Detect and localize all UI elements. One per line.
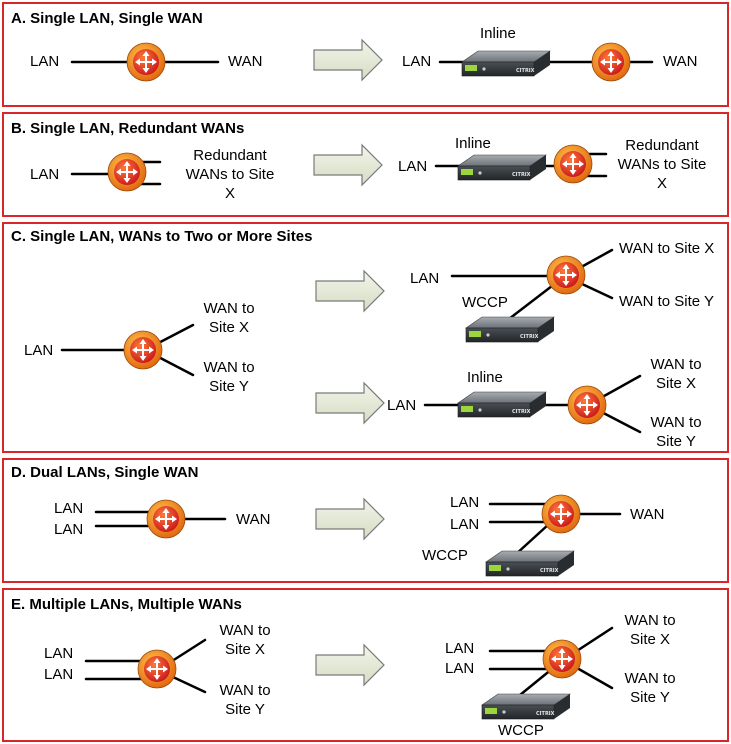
- redundant-label-line3: X: [224, 185, 236, 202]
- right-arrow-icon: [313, 39, 383, 81]
- site-y-label: Site Y: [225, 701, 265, 718]
- site-x-label: Site X: [224, 641, 266, 658]
- lan-label: LAN: [54, 500, 84, 517]
- wan-to-label: WAN to: [219, 622, 271, 639]
- right-arrow-icon: [315, 382, 385, 424]
- appliance-icon: [461, 50, 551, 77]
- appliance-icon: [481, 693, 571, 720]
- lan-label: LAN: [410, 270, 440, 287]
- lan-label: LAN: [44, 645, 74, 662]
- appliance-icon: [465, 316, 555, 343]
- router-icon: [123, 330, 163, 370]
- appliance-icon: [485, 550, 575, 577]
- wan-to-label: WAN to: [203, 359, 255, 376]
- router-icon: [107, 152, 147, 192]
- wan-to-label: WAN to: [624, 670, 676, 687]
- router-icon: [567, 385, 607, 425]
- right-arrow-icon: [313, 144, 383, 186]
- right-arrow-icon: [315, 498, 385, 540]
- router-icon: [126, 42, 166, 82]
- inline-label: Inline: [455, 135, 491, 152]
- site-y-label: Site Y: [630, 689, 670, 706]
- wan-to-label: WAN to: [219, 682, 271, 699]
- wan-to-label: WAN to: [203, 300, 255, 317]
- wccp-label: WCCP: [462, 294, 508, 311]
- right-arrow-icon: [315, 644, 385, 686]
- appliance-icon: [457, 154, 547, 181]
- wccp-label: WCCP: [498, 722, 544, 739]
- wan-to-label: WAN to: [624, 612, 676, 629]
- site-y-label: Site Y: [209, 378, 249, 395]
- wan-label: WAN: [228, 53, 263, 70]
- lan-label: LAN: [30, 166, 60, 183]
- router-icon: [591, 42, 631, 82]
- lan-label: LAN: [402, 53, 432, 70]
- site-x-label: Site X: [655, 375, 697, 392]
- redundant-label-line1: Redundant: [193, 147, 267, 164]
- lan-label: LAN: [450, 516, 480, 533]
- lan-label: LAN: [445, 660, 475, 677]
- wan-label: WAN: [663, 53, 698, 70]
- lan-label: LAN: [450, 494, 480, 511]
- wan-to-label: WAN to: [650, 414, 702, 431]
- site-x-label: Site X: [208, 319, 250, 336]
- router-icon: [137, 649, 177, 689]
- router-icon: [546, 255, 586, 295]
- right-arrow-icon: [315, 270, 385, 312]
- panel-e-title: E. Multiple LANs, Multiple WANs: [11, 596, 242, 613]
- wan-to-label: WAN to: [650, 356, 702, 373]
- lan-label: LAN: [445, 640, 475, 657]
- router-icon: [542, 639, 582, 679]
- lan-label: LAN: [44, 666, 74, 683]
- lan-label: LAN: [398, 158, 428, 175]
- lan-label: LAN: [387, 397, 417, 414]
- panel-c-title: C. Single LAN, WANs to Two or More Sites: [11, 228, 313, 245]
- wan-to-site-x-label: WAN to Site X: [619, 240, 715, 257]
- router-icon: [553, 144, 593, 184]
- lan-label: LAN: [30, 53, 60, 70]
- wan-label: WAN: [630, 506, 665, 523]
- redundant-label-line1: Redundant: [625, 137, 699, 154]
- wan-to-site-y-label: WAN to Site Y: [619, 293, 715, 310]
- site-x-label: Site X: [629, 631, 671, 648]
- site-y-label: Site Y: [656, 433, 696, 450]
- wan-label: WAN: [236, 511, 271, 528]
- panel-a-title: A. Single LAN, Single WAN: [11, 10, 203, 27]
- panel-b-title: B. Single LAN, Redundant WANs: [11, 120, 245, 137]
- appliance-icon: [457, 391, 547, 418]
- redundant-label-line2: WANs to Site: [185, 166, 275, 183]
- wccp-label: WCCP: [422, 547, 468, 564]
- lan-label: LAN: [24, 342, 54, 359]
- inline-label: Inline: [480, 25, 516, 42]
- panel-d-title: D. Dual LANs, Single WAN: [11, 464, 199, 481]
- redundant-label-line3: X: [656, 175, 668, 192]
- router-icon: [146, 499, 186, 539]
- router-icon: [541, 494, 581, 534]
- redundant-label-line2: WANs to Site: [617, 156, 707, 173]
- inline-label: Inline: [467, 369, 503, 386]
- lan-label: LAN: [54, 521, 84, 538]
